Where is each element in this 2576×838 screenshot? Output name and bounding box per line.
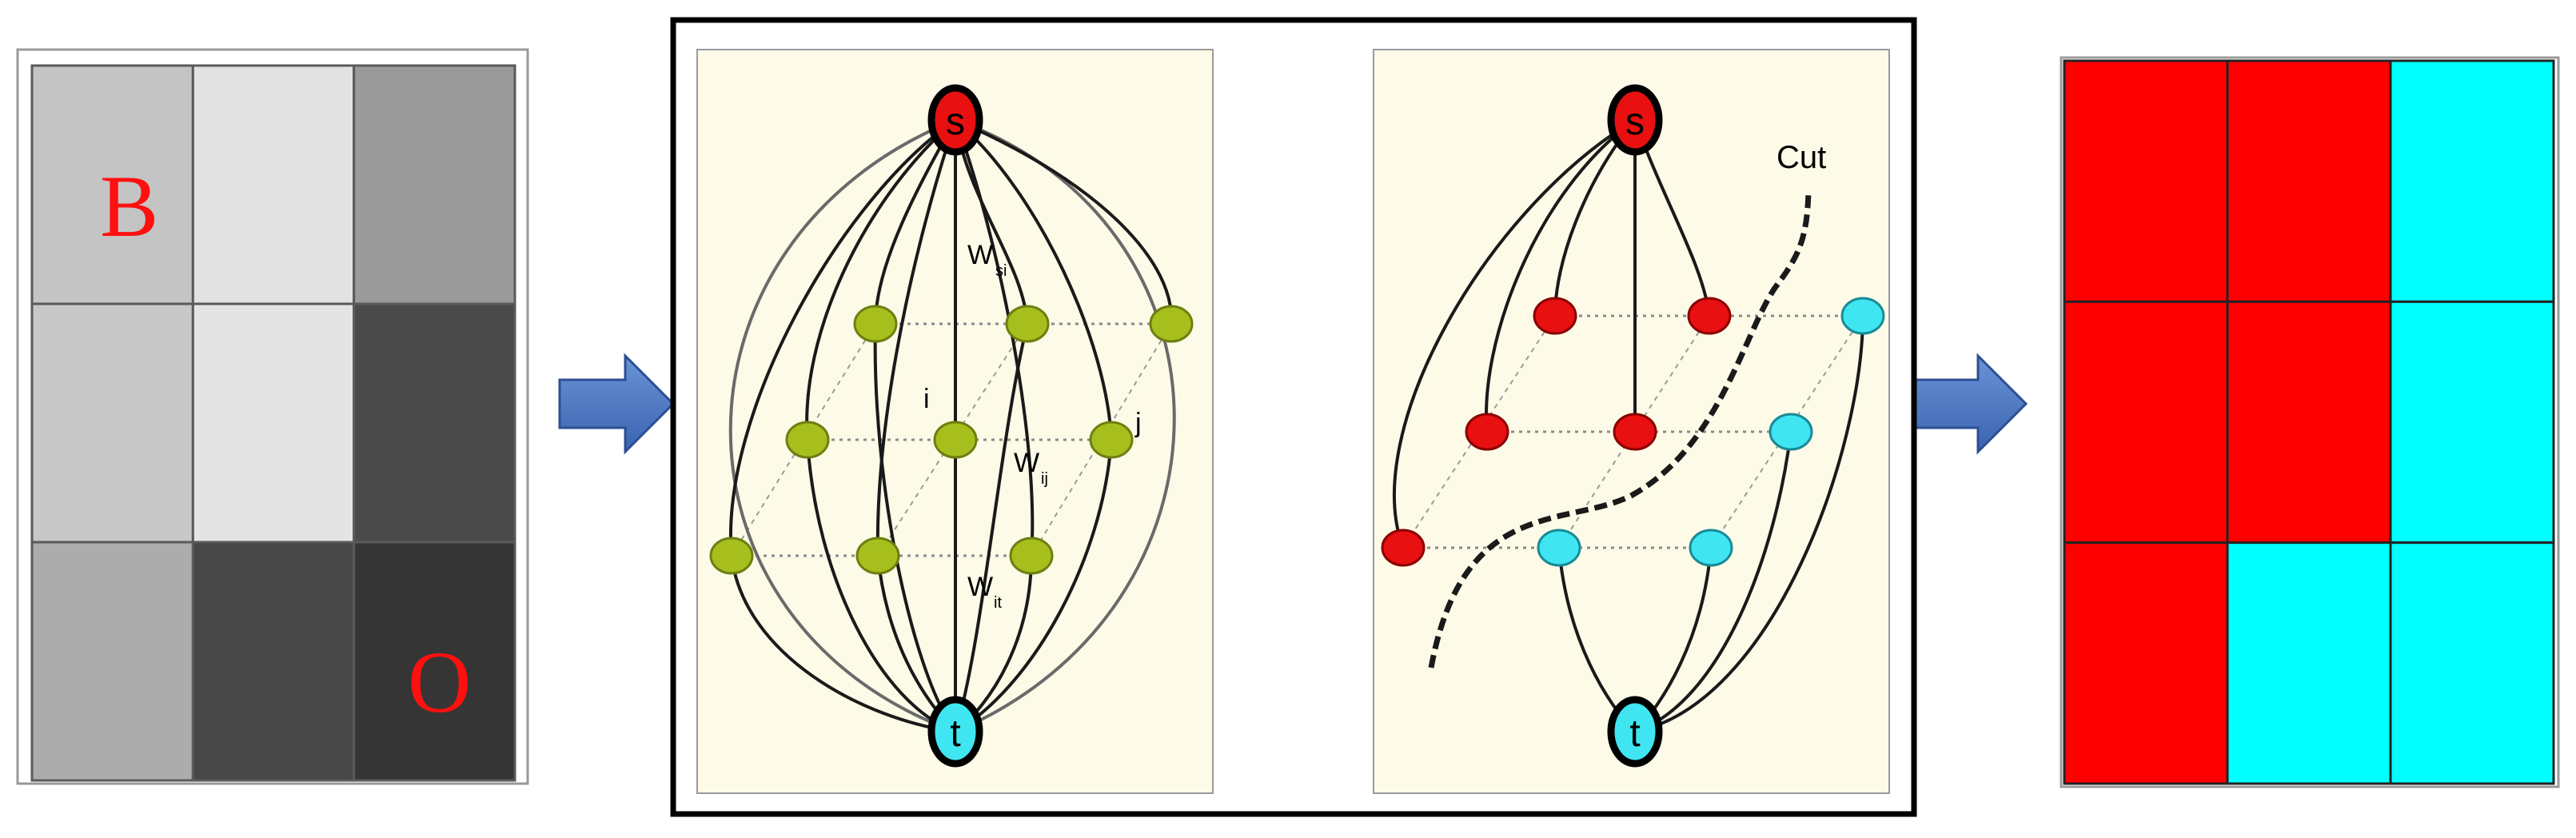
label-background-b: B [100, 158, 158, 255]
graph-panel: s t W si W ij W it i j [696, 49, 1214, 794]
t-link-edges [728, 118, 1176, 733]
weight-subscript-si: si [995, 262, 1007, 280]
weight-label-wsi: W [967, 240, 993, 270]
pixel-node [853, 305, 898, 343]
pixel-node [709, 537, 754, 575]
input-pixel-cell [191, 302, 356, 544]
input-pixel-cell [191, 541, 356, 782]
pixel-nodes [709, 305, 1194, 575]
pixel-node [1149, 305, 1194, 343]
output-pixel-cell [2226, 541, 2392, 785]
output-grid-cells [2063, 59, 2555, 785]
pixel-node [1009, 537, 1054, 575]
pixel-node-red [1381, 529, 1426, 567]
pixel-node [933, 421, 978, 459]
node-label-i: i [923, 384, 930, 414]
pixel-node-red [1687, 297, 1732, 335]
source-label: s [946, 101, 965, 143]
pixel-node-red [1533, 297, 1577, 335]
sink-node-t [927, 696, 983, 768]
output-pixel-cell [2063, 59, 2229, 303]
cut-source-label: s [1625, 101, 1645, 143]
cut-label: Cut [1776, 140, 1826, 175]
pixel-node-cyan [1689, 529, 1733, 567]
cut-curve [1428, 191, 1812, 668]
pixel-node [855, 537, 900, 575]
input-pixel-cell [30, 541, 194, 782]
input-image-grid: B O [16, 48, 529, 785]
output-segmentation-grid [2060, 56, 2560, 788]
pixel-node-cyan [1537, 529, 1581, 567]
label-object-o: O [408, 633, 471, 731]
output-pixel-cell [2063, 300, 2229, 545]
input-pixel-cell [30, 302, 194, 544]
cut-source-node-s [1607, 84, 1663, 156]
input-pixel-cell [191, 64, 356, 305]
pixel-node-red [1613, 413, 1657, 451]
weight-subscript-it: it [994, 594, 1002, 612]
output-pixel-cell [2063, 541, 2229, 785]
foreground-nodes [1381, 297, 1732, 567]
sink-label: t [950, 712, 960, 755]
cut-sink-label: t [1629, 712, 1640, 755]
cut-sink-node-t [1607, 696, 1663, 768]
source-node-s [927, 84, 983, 156]
pixel-node [1089, 421, 1134, 459]
pixel-node [785, 421, 830, 459]
input-grid-cells [30, 64, 516, 782]
weight-label-wit: W [967, 572, 993, 602]
pixel-node-cyan [1840, 297, 1885, 335]
weight-subscript-ij: ij [1041, 470, 1048, 488]
output-pixel-cell [2226, 300, 2392, 545]
pixel-node-red [1465, 413, 1509, 451]
input-pixel-cell [353, 541, 516, 782]
arrow-3 [1911, 353, 2028, 455]
cut-graph-panel: Cut s t [1373, 49, 1890, 794]
output-pixel-cell [2226, 59, 2392, 303]
output-pixel-cell [2389, 541, 2555, 785]
node-label-j: j [1134, 408, 1142, 438]
output-pixel-cell [2389, 300, 2555, 545]
pixel-node [1005, 305, 1050, 343]
input-pixel-cell [30, 64, 194, 305]
pixel-node-cyan [1769, 413, 1813, 451]
input-pixel-cell [353, 64, 516, 305]
output-pixel-cell [2389, 59, 2555, 303]
weight-label-wij: W [1014, 448, 1039, 478]
background-nodes [1537, 297, 1885, 567]
input-pixel-cell [353, 302, 516, 544]
arrow-1 [558, 353, 676, 455]
